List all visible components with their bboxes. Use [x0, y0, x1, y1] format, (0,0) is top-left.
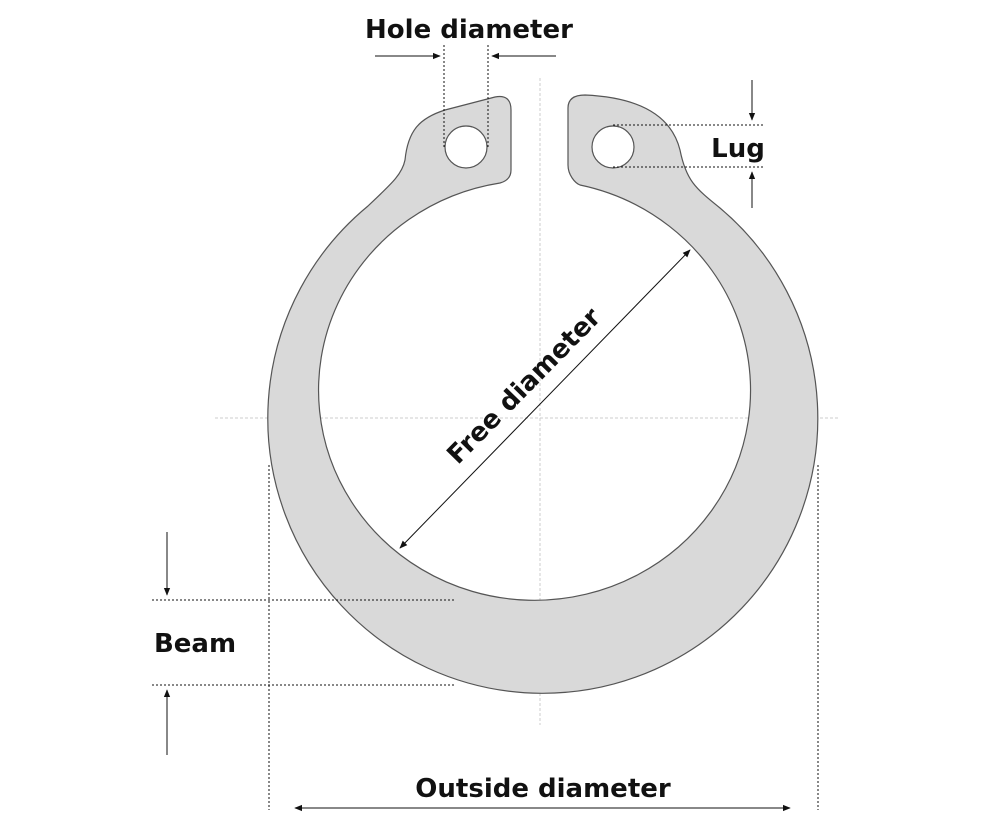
- hole-diameter-label: Hole diameter: [365, 15, 573, 45]
- outside-diameter-dimension: Outside diameter: [268, 465, 819, 812]
- retaining-ring: [267, 94, 819, 694]
- lug-dimension: Lug: [613, 80, 765, 208]
- double-arrow-icon: [399, 249, 691, 549]
- free-diameter-dimension: Free diameter: [399, 249, 691, 549]
- beam-label: Beam: [154, 629, 236, 659]
- lug-label: Lug: [711, 134, 765, 164]
- hole-diameter-dimension: Hole diameter: [365, 15, 573, 148]
- outside-diameter-label: Outside diameter: [415, 774, 671, 804]
- beam-dimension: Beam: [152, 532, 455, 755]
- free-diameter-label: Free diameter: [441, 302, 607, 470]
